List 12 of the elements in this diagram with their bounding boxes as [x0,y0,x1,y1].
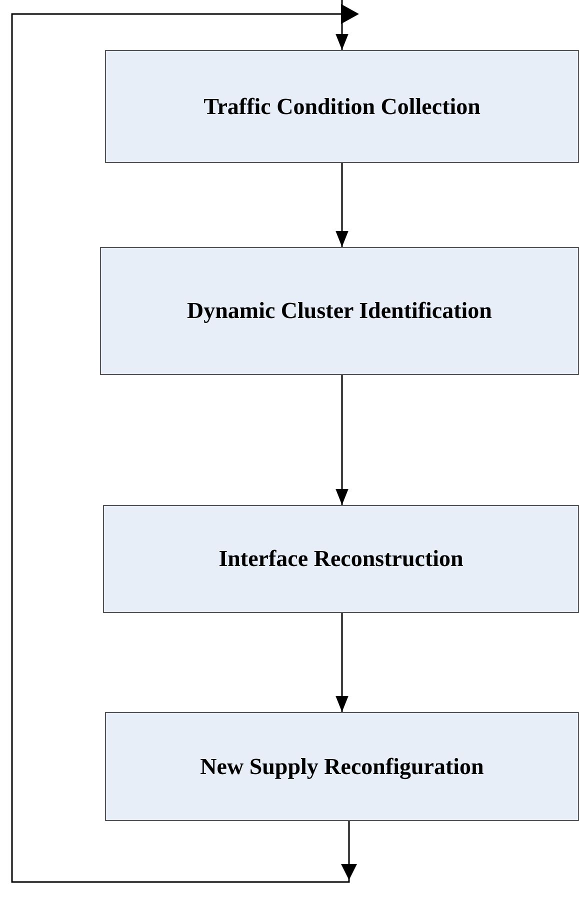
feedback-arrow [11,0,359,883]
process-box [103,505,579,613]
step-label: New Supply Reconfiguration [200,754,484,780]
arrow [336,163,348,247]
process-box [105,712,579,821]
arrow [336,375,348,505]
step-label: Interface Reconstruction [218,546,464,572]
step-label: Traffic Condition Collection [204,94,480,120]
process-box [105,50,579,163]
step-label: Dynamic Cluster Identification [187,298,492,324]
arrow [336,613,348,712]
process-box [100,247,579,375]
